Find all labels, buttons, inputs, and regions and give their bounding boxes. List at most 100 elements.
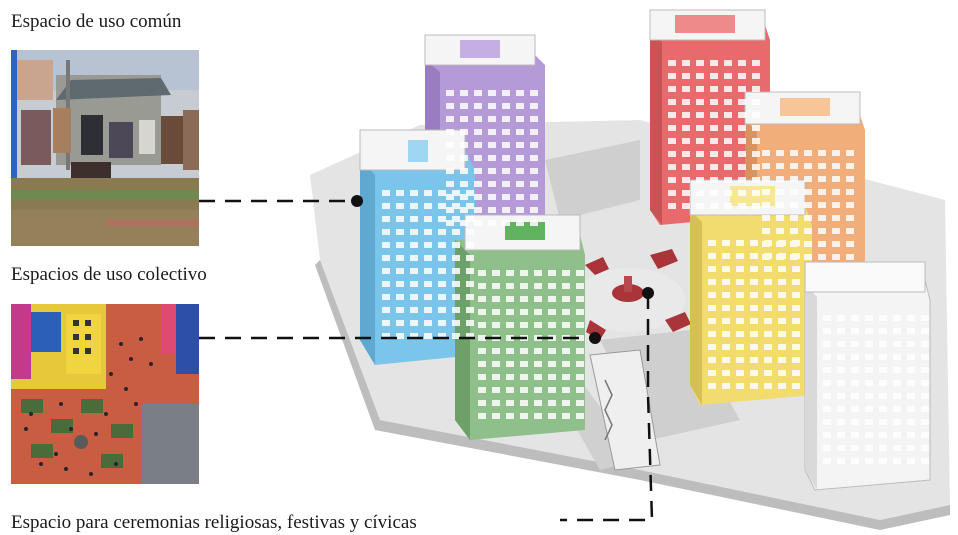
window	[804, 202, 812, 208]
window	[488, 129, 496, 135]
window	[778, 383, 786, 389]
window	[474, 207, 482, 213]
window	[837, 458, 845, 464]
window	[736, 344, 744, 350]
window	[790, 189, 798, 195]
window	[764, 318, 772, 324]
window	[804, 163, 812, 169]
window	[879, 406, 887, 412]
window	[682, 125, 690, 131]
window	[907, 315, 915, 321]
window	[424, 268, 432, 274]
window	[396, 203, 404, 209]
window	[502, 103, 510, 109]
window	[530, 90, 538, 96]
window	[907, 380, 915, 386]
window	[682, 164, 690, 170]
window	[452, 294, 460, 300]
window	[907, 367, 915, 373]
window	[410, 320, 418, 326]
window	[722, 344, 730, 350]
window	[548, 400, 556, 406]
window	[516, 207, 524, 213]
window	[488, 207, 496, 213]
window	[410, 307, 418, 313]
window	[576, 387, 584, 393]
window	[865, 341, 873, 347]
window	[846, 189, 854, 195]
window	[466, 203, 474, 209]
window	[764, 383, 772, 389]
window	[668, 151, 676, 157]
window	[696, 203, 704, 209]
window	[764, 253, 772, 259]
window	[776, 215, 784, 221]
label-collective-spaces: Espacios de uso colectivo	[11, 264, 207, 285]
window	[764, 305, 772, 311]
window	[893, 432, 901, 438]
window	[879, 354, 887, 360]
window	[506, 335, 514, 341]
window	[907, 406, 915, 412]
window	[438, 203, 446, 209]
window	[823, 328, 831, 334]
window	[790, 215, 798, 221]
window	[710, 177, 718, 183]
window	[750, 318, 758, 324]
window	[750, 344, 758, 350]
window	[921, 419, 929, 425]
window	[502, 129, 510, 135]
window	[520, 374, 528, 380]
window	[865, 354, 873, 360]
window	[792, 318, 800, 324]
window	[710, 125, 718, 131]
window	[562, 387, 570, 393]
window	[762, 150, 770, 156]
window	[710, 86, 718, 92]
window	[837, 354, 845, 360]
window	[488, 90, 496, 96]
window	[382, 294, 390, 300]
window	[452, 203, 460, 209]
window	[865, 432, 873, 438]
window	[792, 357, 800, 363]
window	[452, 307, 460, 313]
window	[492, 283, 500, 289]
window	[851, 341, 859, 347]
window	[466, 190, 474, 196]
window	[438, 268, 446, 274]
window	[750, 357, 758, 363]
window	[790, 150, 798, 156]
window	[492, 400, 500, 406]
window	[921, 380, 929, 386]
marker-common-space	[351, 195, 363, 207]
window	[474, 129, 482, 135]
window	[668, 86, 676, 92]
window	[668, 73, 676, 79]
window	[446, 207, 454, 213]
window	[696, 151, 704, 157]
window	[708, 318, 716, 324]
window	[792, 383, 800, 389]
window	[736, 331, 744, 337]
leader-lines	[199, 199, 654, 522]
window	[424, 333, 432, 339]
window	[893, 458, 901, 464]
window	[506, 361, 514, 367]
window	[832, 241, 840, 247]
window	[736, 370, 744, 376]
window	[762, 176, 770, 182]
window	[722, 318, 730, 324]
window	[823, 367, 831, 373]
window	[396, 229, 404, 235]
window	[506, 413, 514, 419]
window	[696, 164, 704, 170]
window	[736, 240, 744, 246]
window	[879, 419, 887, 425]
window	[921, 341, 929, 347]
window	[736, 318, 744, 324]
window	[762, 163, 770, 169]
window	[907, 328, 915, 334]
window	[752, 86, 760, 92]
